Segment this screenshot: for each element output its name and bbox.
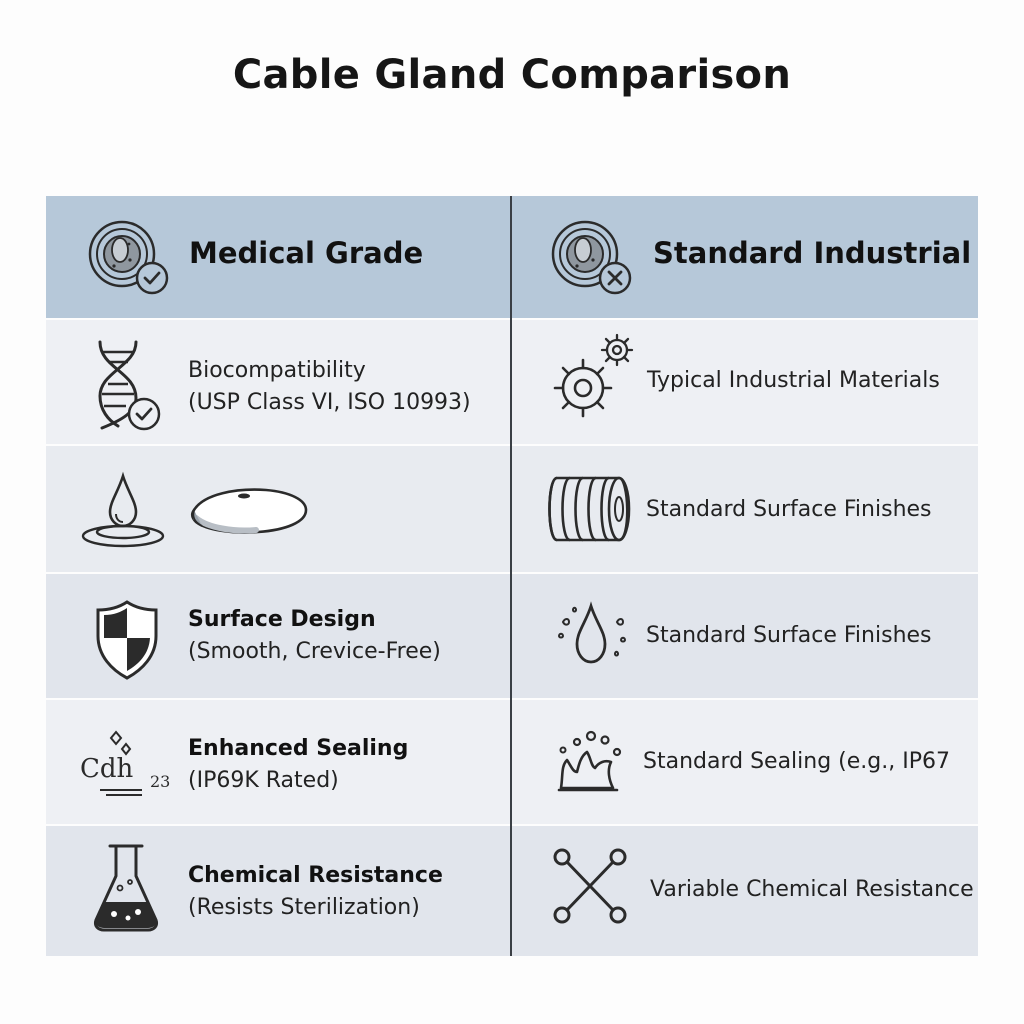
flask-icon bbox=[90, 842, 162, 934]
formula-subscript: 23 bbox=[150, 772, 171, 791]
row4-right-line1: Standard Sealing (e.g., IP67 bbox=[643, 749, 950, 774]
row4-right-cell: Standard Sealing (e.g., IP67 bbox=[513, 700, 978, 824]
crossed-tools-icon bbox=[551, 846, 629, 926]
water-drop-icon bbox=[78, 470, 168, 554]
row5-left-label: Chemical Resistance (Resists Sterilizati… bbox=[188, 860, 443, 924]
table-row: Biocompatibility (USP Class VI, ISO 1099… bbox=[46, 320, 978, 444]
row4-right-label: Standard Sealing (e.g., IP67 bbox=[643, 746, 950, 778]
row5-left-line2: (Resists Sterilization) bbox=[188, 895, 420, 920]
dna-check-icon bbox=[92, 338, 164, 434]
chemical-formula-icon: Cdh 23 bbox=[80, 728, 176, 808]
gears-icon bbox=[551, 332, 637, 424]
row3-left-line1: Surface Design bbox=[188, 607, 376, 632]
table-row: Cdh 23 Enhanced Sealing (IP69K Rated) bbox=[46, 700, 978, 824]
row2-right-label: Standard Surface Finishes bbox=[646, 494, 932, 526]
ribbed-cylinder-icon bbox=[543, 474, 635, 544]
header-label-industrial: Standard Industrial bbox=[653, 236, 972, 270]
table-row: Chemical Resistance (Resists Sterilizati… bbox=[46, 826, 978, 956]
row1-left-label: Biocompatibility (USP Class VI, ISO 1099… bbox=[188, 355, 471, 419]
row4-left-line1: Enhanced Sealing bbox=[188, 736, 409, 761]
shield-icon bbox=[92, 598, 162, 682]
cell-x-icon bbox=[549, 220, 637, 300]
row5-right-cell: Variable Chemical Resistance bbox=[513, 826, 978, 956]
row3-left-line2: (Smooth, Crevice-Free) bbox=[188, 639, 441, 664]
header-cell-industrial: Standard Industrial bbox=[513, 196, 978, 318]
row2-right-cell: Standard Surface Finishes bbox=[513, 446, 978, 572]
header-label-medical: Medical Grade bbox=[189, 236, 424, 270]
smooth-pad-icon bbox=[186, 484, 310, 544]
header-row: Medical Grade Standard Industrial bbox=[46, 196, 978, 318]
cell-check-icon bbox=[86, 220, 174, 300]
row1-left-line2: (USP Class VI, ISO 10993) bbox=[188, 390, 471, 415]
row3-left-label: Surface Design (Smooth, Crevice-Free) bbox=[188, 604, 441, 668]
table-row: Standard Surface Finishes bbox=[46, 446, 978, 572]
row2-left-cell bbox=[46, 446, 510, 572]
row1-right-cell: Typical Industrial Materials bbox=[513, 320, 978, 444]
page-title: Cable Gland Comparison bbox=[232, 52, 792, 98]
row1-right-label: Typical Industrial Materials bbox=[647, 365, 940, 397]
table-row: Surface Design (Smooth, Crevice-Free) St… bbox=[46, 574, 978, 698]
row4-left-label: Enhanced Sealing (IP69K Rated) bbox=[188, 733, 408, 797]
formula-text: Cdh bbox=[80, 754, 134, 784]
column-divider bbox=[510, 196, 512, 956]
row3-left-cell: Surface Design (Smooth, Crevice-Free) bbox=[46, 574, 510, 698]
row4-left-line2: (IP69K Rated) bbox=[188, 768, 339, 793]
row4-left-cell: Cdh 23 Enhanced Sealing (IP69K Rated) bbox=[46, 700, 510, 824]
row5-left-line1: Chemical Resistance bbox=[188, 863, 443, 888]
water-splash-icon bbox=[551, 726, 631, 796]
row1-left-line1: Biocompatibility bbox=[188, 358, 366, 383]
row2-right-line1: Standard Surface Finishes bbox=[646, 497, 932, 522]
splash-drop-icon bbox=[551, 596, 631, 676]
row5-left-cell: Chemical Resistance (Resists Sterilizati… bbox=[46, 826, 510, 956]
row3-right-label: Standard Surface Finishes bbox=[646, 620, 932, 652]
row5-right-label: Variable Chemical Resistance bbox=[650, 874, 974, 906]
header-cell-medical: Medical Grade bbox=[46, 196, 510, 318]
comparison-table: Medical Grade Standard Industrial bbox=[46, 196, 978, 956]
row3-right-line1: Standard Surface Finishes bbox=[646, 623, 932, 648]
row3-right-cell: Standard Surface Finishes bbox=[513, 574, 978, 698]
row1-right-line1: Typical Industrial Materials bbox=[647, 368, 940, 393]
row1-left-cell: Biocompatibility (USP Class VI, ISO 1099… bbox=[46, 320, 510, 444]
row5-right-line1: Variable Chemical Resistance bbox=[650, 877, 974, 902]
